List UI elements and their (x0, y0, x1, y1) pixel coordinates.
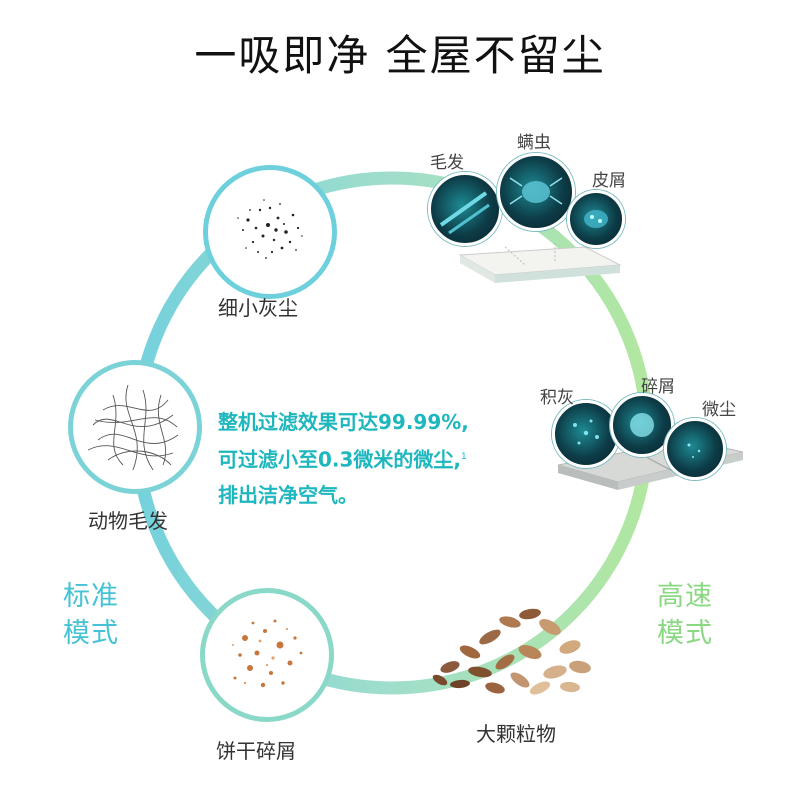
page-title: 一吸即净 全屋不留尘 (194, 31, 606, 80)
description-line-1: 整机过滤效果可达99.99%, (218, 410, 469, 434)
skin-flakes-micro-image (567, 190, 625, 248)
filtration-description: 整机过滤效果可达99.99%, 可过滤小至0.3微米的微尘,1 排出洁净空气。 (218, 405, 548, 513)
footnote-marker: 1 (461, 452, 467, 462)
biscuit-crumbs-image (200, 588, 334, 722)
large-particles-image (432, 608, 591, 695)
mattress-mites-label: 螨虫 (517, 133, 551, 153)
high-speed-mode-label: 高速 模式 (657, 578, 713, 652)
standard-mode-label: 标准 模式 (63, 578, 119, 652)
high-speed-mode-line-2: 模式 (657, 618, 713, 649)
pet-hair-caption: 动物毛发 (88, 509, 168, 533)
mattress-skin-flakes-label: 皮屑 (592, 171, 626, 191)
mite-micro-image (497, 153, 575, 231)
floor-crumbs-label: 碎屑 (641, 377, 675, 397)
dust-micro-image (552, 400, 620, 468)
mattress-hair-label: 毛发 (430, 153, 464, 173)
floor-micro-dust-label: 微尘 (702, 400, 736, 420)
micro-dust-micro-image (664, 418, 726, 480)
high-speed-mode-line-1: 高速 (657, 581, 713, 612)
standard-mode-line-1: 标准 (63, 581, 119, 612)
pet-hair-image (68, 360, 202, 494)
fine-dust-caption: 细小灰尘 (218, 296, 298, 320)
description-line-3: 排出洁净空气。 (218, 482, 358, 507)
crumbs-micro-image (610, 393, 674, 457)
description-line-2: 可过滤小至0.3微米的微尘,1 (218, 440, 548, 478)
standard-mode-line-2: 模式 (63, 618, 119, 649)
mattress-image (458, 243, 622, 283)
floor-dust-label: 积灰 (540, 388, 574, 408)
hair-micro-image (428, 172, 502, 246)
description-line-2-text: 可过滤小至0.3微米的微尘, (218, 447, 462, 472)
biscuit-crumbs-caption: 饼干碎屑 (216, 739, 296, 763)
fine-dust-image (203, 165, 337, 299)
large-particles-caption: 大颗粒物 (476, 722, 556, 746)
